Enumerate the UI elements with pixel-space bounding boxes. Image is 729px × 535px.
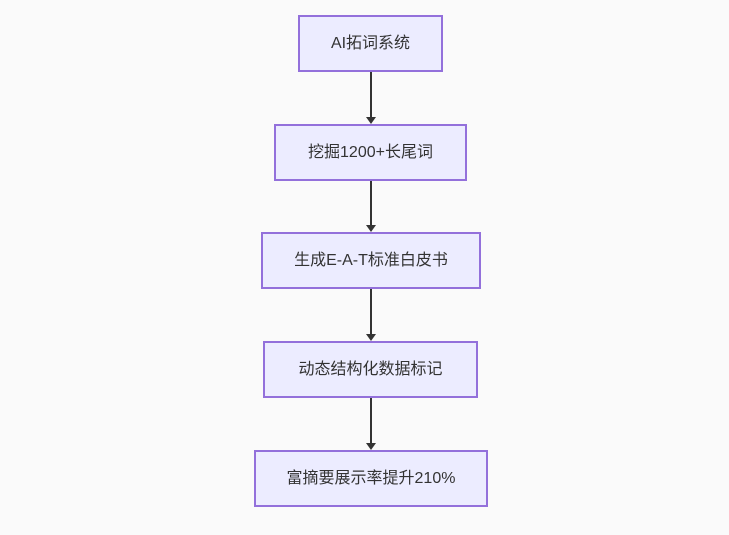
arrow-shaft (369, 72, 372, 117)
flow-arrow-2 (365, 181, 376, 232)
flow-node-label: 生成E-A-T标准白皮书 (294, 251, 448, 269)
arrow-shaft (369, 398, 372, 443)
flow-node-label: 富摘要展示率提升210% (286, 469, 456, 487)
flow-node-label: 动态结构化数据标记 (298, 360, 443, 378)
flow-arrow-3 (365, 289, 376, 341)
arrowhead-down-icon (365, 225, 376, 232)
flow-node-label: 挖掘1200+长尾词 (308, 143, 433, 161)
flow-node-ai-keyword-system: AI拓词系统 (298, 15, 443, 72)
arrowhead-down-icon (365, 334, 376, 341)
arrowhead-down-icon (365, 443, 376, 450)
flow-arrow-4 (365, 398, 376, 450)
flow-node-longtail-mining: 挖掘1200+长尾词 (274, 124, 467, 181)
flow-node-structured-data-markup: 动态结构化数据标记 (263, 341, 478, 398)
flow-node-rich-snippet-result: 富摘要展示率提升210% (254, 450, 488, 507)
arrowhead-down-icon (365, 117, 376, 124)
arrow-shaft (369, 289, 372, 334)
arrow-shaft (369, 181, 372, 225)
flow-node-label: AI拓词系统 (330, 34, 411, 52)
flow-arrow-1 (365, 72, 376, 124)
flow-node-eat-whitepaper: 生成E-A-T标准白皮书 (261, 232, 481, 289)
